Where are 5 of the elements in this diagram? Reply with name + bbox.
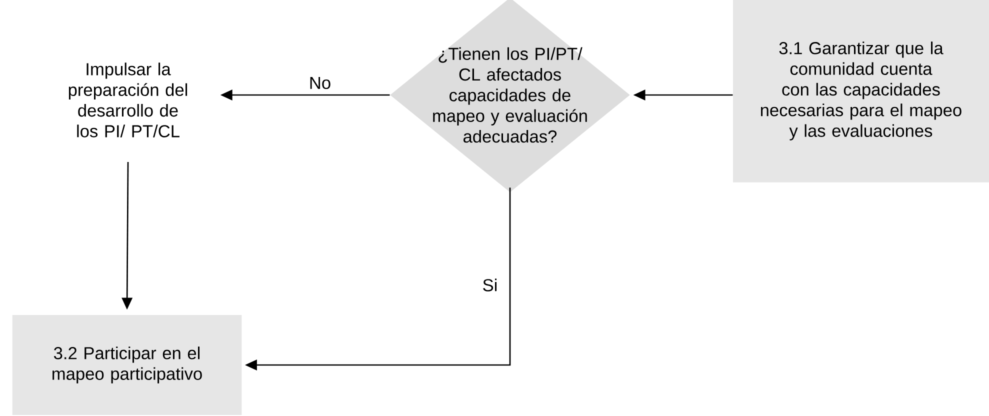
process-box: 3.1 Garantizar que la comunidad cuenta con las capacidades necesarias para el mapeo y las evaluaciones: [733, 0, 989, 182]
step-text: Impulsar la preparación del desarrollo de los PI/ PT/CL: [68, 62, 188, 138]
edge-label: Si: [480, 277, 500, 293]
process-box: 3.2 Participar en el mapeo participativo: [12, 315, 242, 415]
edge-label: No: [308, 76, 332, 90]
